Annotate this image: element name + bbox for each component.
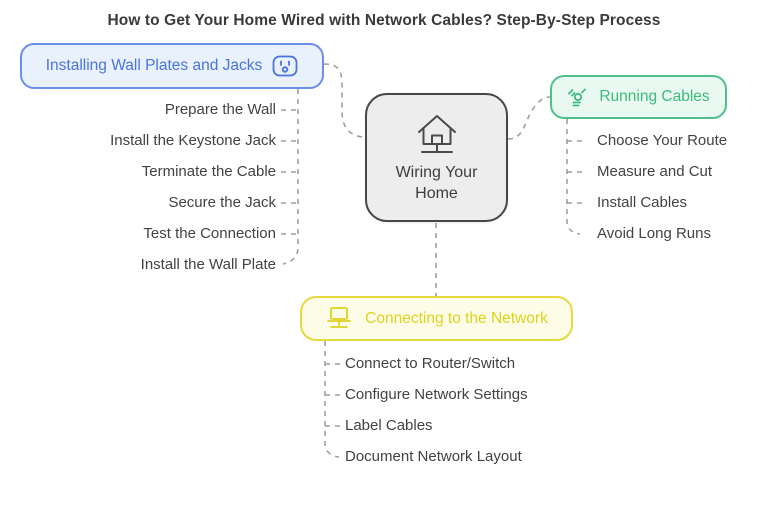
page-title: How to Get Your Home Wired with Network …	[107, 12, 661, 29]
step-item: Install the Wall Plate	[140, 256, 276, 273]
step-item: Test the Connection	[143, 225, 276, 242]
step-item: Choose Your Route	[597, 132, 728, 149]
step-item: Avoid Long Runs	[597, 225, 711, 242]
step-item: Configure Network Settings	[345, 386, 528, 403]
step-item: Prepare the Wall	[164, 101, 276, 118]
central-node-wiring-your-home: Wiring Your Home	[365, 93, 508, 222]
branch-label: Installing Wall Plates and Jacks	[45, 57, 263, 74]
connector-center-to-green	[507, 96, 551, 140]
cable-splice-icon	[567, 86, 589, 108]
connector-blue-branch	[281, 89, 299, 265]
step-item: Connect to Router/Switch	[345, 355, 516, 372]
laptop-network-icon	[325, 306, 353, 332]
step-item: Measure and Cut	[597, 163, 713, 180]
branch-node-wall-plates: Installing Wall Plates and Jacks	[20, 43, 324, 89]
connector-yellow-branch	[324, 341, 341, 458]
step-item: Document Network Layout	[345, 448, 522, 465]
home-network-icon	[413, 111, 461, 157]
connector-blue-to-center	[323, 63, 366, 138]
step-item: Install Cables	[597, 194, 688, 211]
branch-node-running-cables: Running Cables	[550, 75, 727, 119]
central-node-label: Wiring Your Home	[395, 164, 478, 202]
branch-label: Running Cables	[599, 88, 710, 105]
connector-green-branch	[566, 119, 584, 235]
step-item: Label Cables	[345, 417, 433, 434]
branch-node-connecting-network: Connecting to the Network	[300, 296, 573, 341]
outlet-icon	[272, 55, 298, 77]
step-item: Install the Keystone Jack	[110, 132, 276, 149]
step-item: Terminate the Cable	[141, 163, 276, 180]
branch-label: Connecting to the Network	[365, 309, 548, 327]
step-item: Secure the Jack	[168, 194, 276, 211]
